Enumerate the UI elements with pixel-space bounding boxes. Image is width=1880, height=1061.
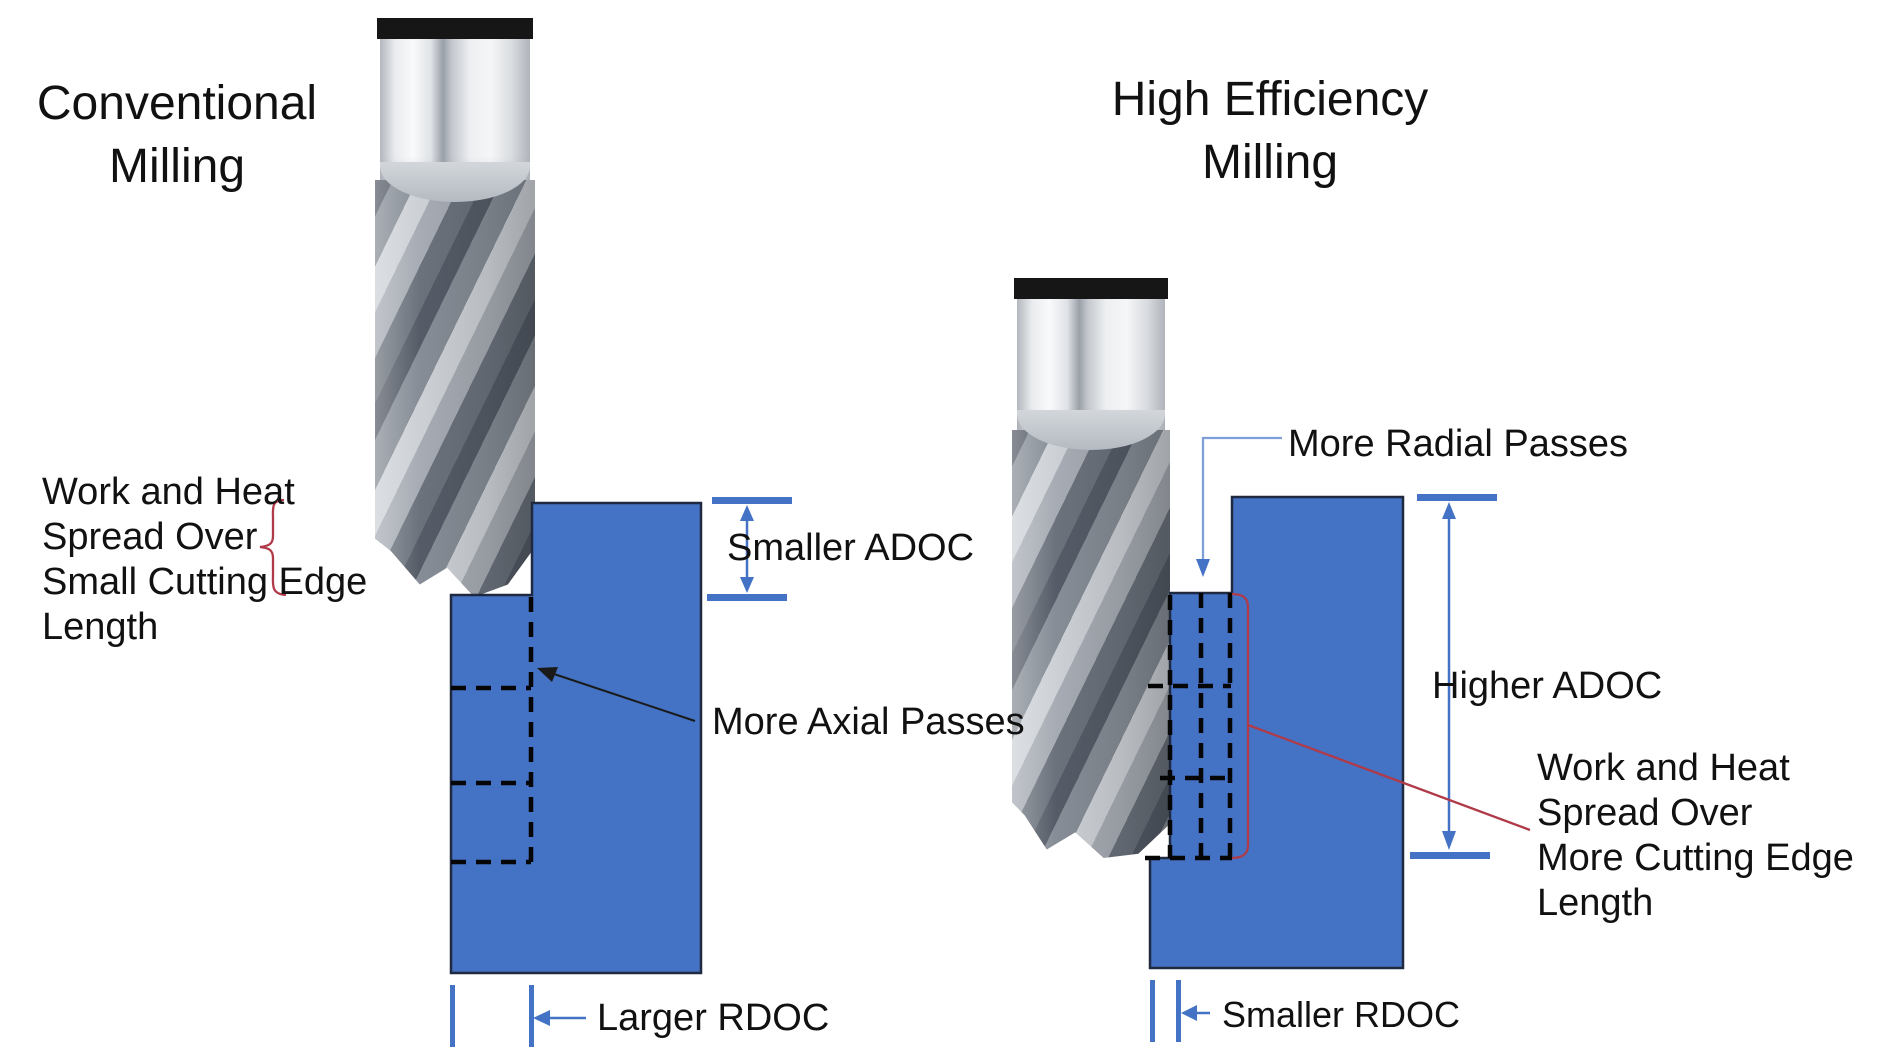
left-title-line1: Conventional — [36, 77, 318, 130]
left-endmill-flutes — [375, 180, 535, 597]
right-endmill-holder-cap — [1013, 278, 1169, 299]
right-cutting-edge-bracket — [1231, 592, 1531, 860]
left-work-heat-line4: Length — [42, 606, 159, 648]
right-rdoc-dimension — [1150, 980, 1210, 1042]
higher-adoc-label: Higher ADOC — [1432, 665, 1663, 707]
left-title: Conventional Milling — [17, 72, 337, 198]
right-work-heat-line1: Work and Heat — [1537, 747, 1790, 789]
left-axial-pass-lines — [451, 597, 534, 865]
right-workpiece-block — [1148, 495, 1405, 970]
right-title-line1: High Efficiency — [1111, 73, 1429, 126]
left-work-heat-label: Work and Heat Spread Over Small Cutting … — [42, 470, 367, 650]
right-adoc-dimension — [1410, 494, 1497, 859]
left-work-heat-line1: Work and Heat — [42, 471, 295, 513]
left-endmill-holder-cap — [376, 18, 534, 39]
right-work-heat-line3: More Cutting Edge — [1537, 837, 1854, 879]
left-endmill-tool — [375, 12, 535, 597]
smaller-rdoc-label: Smaller RDOC — [1222, 994, 1461, 1035]
larger-rdoc-label: Larger RDOC — [597, 997, 830, 1039]
left-title-line2: Milling — [108, 140, 246, 193]
more-axial-passes-label: More Axial Passes — [712, 701, 1025, 743]
right-work-heat-line2: Spread Over — [1537, 792, 1753, 834]
left-work-heat-line3: Small Cutting Edge — [42, 561, 368, 603]
right-endmill-tool — [1012, 278, 1170, 858]
right-title-line2: Milling — [1201, 136, 1339, 189]
left-adoc-dimension — [707, 497, 792, 601]
right-radial-pass-lines — [1145, 593, 1233, 861]
right-work-heat-label: Work and Heat Spread Over More Cutting E… — [1537, 746, 1854, 926]
right-work-heat-line4: Length — [1537, 882, 1654, 924]
right-title: High Efficiency Milling — [1110, 68, 1430, 194]
more-axial-passes-arrow — [537, 667, 696, 722]
left-workpiece-block — [449, 501, 703, 975]
left-rdoc-dimension — [450, 985, 586, 1047]
smaller-adoc-label: Smaller ADOC — [727, 527, 975, 569]
more-radial-passes-elbow-arrow — [1196, 436, 1282, 577]
right-endmill-flutes — [1012, 430, 1170, 858]
left-work-heat-line2: Spread Over — [42, 516, 258, 558]
more-radial-passes-label: More Radial Passes — [1288, 423, 1629, 465]
left-cutting-edge-brace — [259, 498, 287, 597]
